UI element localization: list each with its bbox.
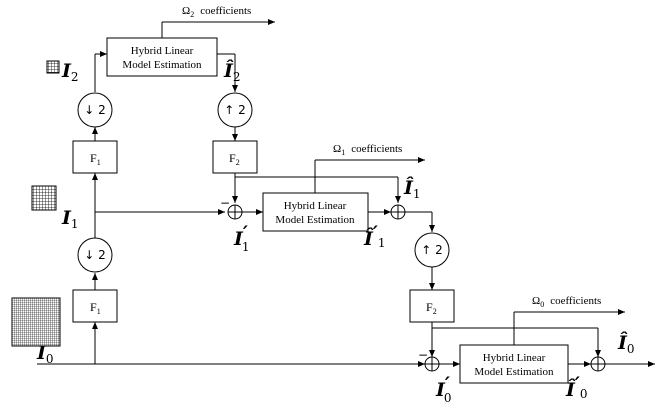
hybrid-block-level1-line1: Hybrid Linear (284, 200, 347, 212)
image-I0-thumbnail (11, 297, 61, 347)
label-I0-hat: Î0 (617, 331, 635, 356)
label-I1-hat-prime: Î′1 (363, 222, 386, 250)
filter-F1-bottom-label: F1 (90, 300, 101, 316)
downsample-level1 (77, 237, 113, 273)
label-I2: I2 (61, 60, 79, 84)
filter-F2-top-label: F2 (229, 151, 240, 167)
hybrid-block-level0-line1: Hybrid Linear (483, 352, 546, 364)
label-I1-hat: Î1 (403, 176, 421, 201)
upsample-level2 (217, 92, 253, 128)
label-I0: I0 (36, 342, 54, 366)
hybrid-block-level2-line2: Model Estimation (122, 59, 202, 71)
hybrid-block-level2 (106, 37, 218, 77)
upsample-level2-label: ↑ 2 (224, 103, 246, 117)
downsample-level1-label: ↓ 2 (84, 248, 106, 262)
minus-sign-level1: − (220, 196, 230, 210)
downsample-level2-label: ↓ 2 (84, 103, 106, 117)
minus-sign-level0: − (418, 348, 428, 362)
filter-F2-bottom (409, 289, 455, 323)
hybrid-block-level1-line2: Model Estimation (275, 214, 355, 226)
filter-F1-top (72, 140, 118, 174)
filter-F2-top (212, 140, 258, 174)
upsample-level1-label: ↑ 2 (421, 243, 443, 257)
label-I2-hat: Î2 (223, 59, 241, 84)
filter-F2-bottom-label: F2 (426, 300, 437, 316)
image-I1-thumbnail (31, 185, 57, 211)
label-I1: I1 (61, 207, 79, 231)
downsample-level2 (77, 92, 113, 128)
hybrid-block-level0 (459, 344, 569, 384)
hybrid-block-level2-line1: Hybrid Linear (131, 45, 194, 57)
label-I1-prime: I′1 (233, 222, 250, 254)
label-I0-prime: I′0 (435, 373, 452, 405)
image-I2-thumbnail (46, 60, 60, 74)
hybrid-block-level0-line2: Model Estimation (474, 366, 554, 378)
label-I0-hat-prime: Î′0 (565, 373, 588, 401)
filter-F1-bottom (72, 289, 118, 323)
filter-F1-top-label: F1 (90, 151, 101, 167)
